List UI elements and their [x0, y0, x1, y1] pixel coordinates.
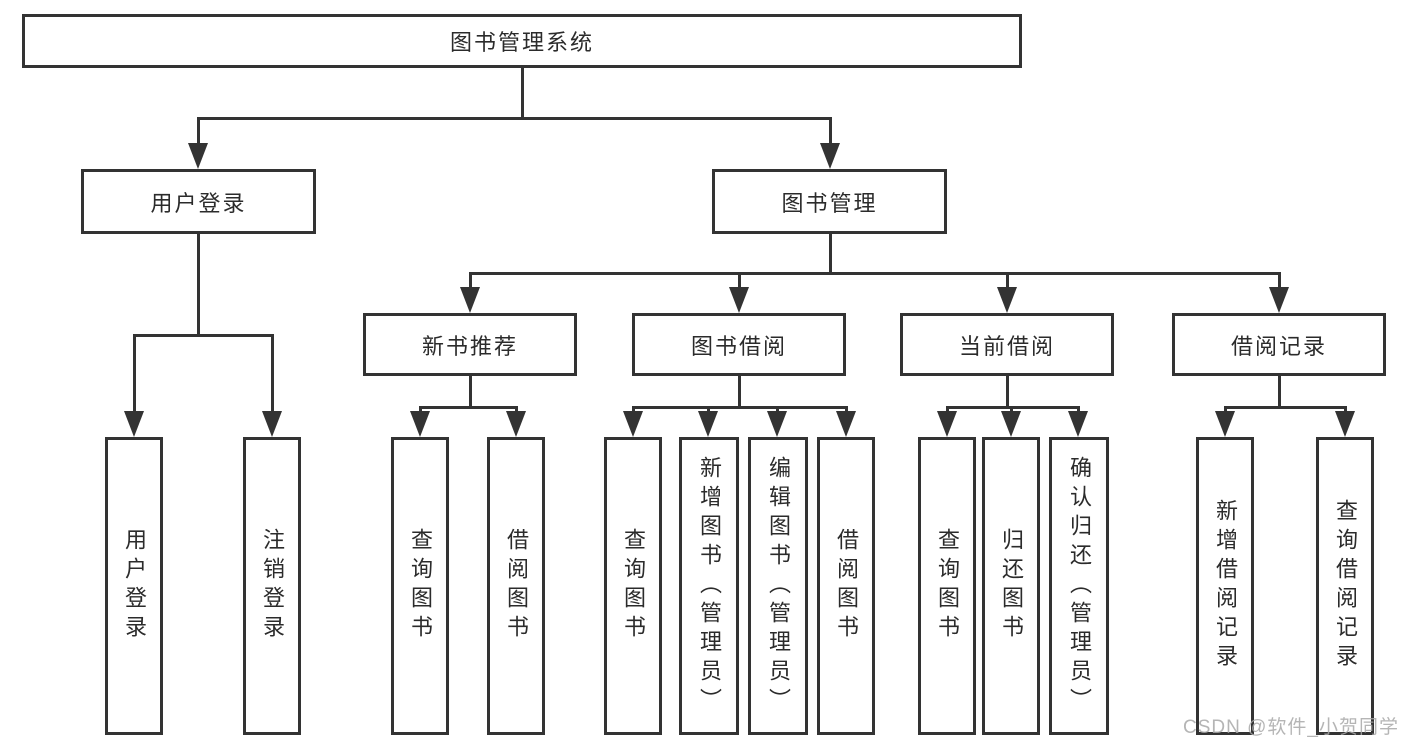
arrowhead-down-icon: [188, 143, 208, 169]
leaf-query-borrow-record: 查询借阅记录: [1316, 437, 1374, 735]
node-borrow-records: 借阅记录: [1172, 313, 1386, 376]
arrowhead-down-icon: [937, 411, 957, 437]
leaf-query-books-recommend-label: 查询图书: [408, 528, 433, 644]
node-book-management-label: 图书管理: [781, 190, 878, 216]
arrowhead-down-icon: [1269, 287, 1289, 313]
arrowhead-down-icon: [262, 411, 282, 437]
arrowhead-down-icon: [1068, 411, 1088, 437]
node-user-login-label: 用户登录: [150, 190, 247, 216]
edge-hline: [631, 405, 848, 409]
leaf-logout: 注销登录: [243, 437, 301, 735]
edge-hline: [468, 271, 1281, 275]
edge-arrow-shaft: [196, 118, 200, 149]
leaf-borrow-books-recommend: 借阅图书: [487, 437, 545, 735]
leaf-add-borrow-record: 新增借阅记录: [1196, 437, 1254, 735]
leaf-query-books-borrow: 查询图书: [604, 437, 662, 735]
leaf-return-book-label: 归还图书: [999, 528, 1024, 644]
node-new-book-recommend: 新书推荐: [363, 313, 577, 376]
leaf-edit-book-admin-label: 编辑图书（管理员）: [766, 455, 791, 717]
node-book-borrow: 图书借阅: [632, 313, 846, 376]
edge-vline: [1277, 376, 1281, 409]
edge-arrow-shaft: [132, 335, 136, 417]
edge-arrow-shaft: [737, 273, 741, 293]
edge-arrow-shaft: [828, 118, 832, 149]
edge-vline: [737, 376, 741, 409]
arrowhead-down-icon: [820, 143, 840, 169]
edge-hline: [1223, 405, 1347, 409]
leaf-add-book-admin: 新增图书（管理员）: [679, 437, 739, 735]
edge-arrow-shaft: [270, 335, 274, 417]
node-current-borrow-label: 当前借阅: [958, 333, 1055, 359]
node-user-login: 用户登录: [81, 169, 316, 234]
arrowhead-down-icon: [698, 411, 718, 437]
edge-hline: [418, 405, 518, 409]
leaf-query-books-current-label: 查询图书: [935, 528, 960, 644]
node-book-borrow-label: 图书借阅: [690, 333, 787, 359]
leaf-borrow-books-label: 借阅图书: [834, 528, 859, 644]
arrowhead-down-icon: [767, 411, 787, 437]
arrowhead-down-icon: [1215, 411, 1235, 437]
leaf-confirm-return-admin: 确认归还（管理员）: [1049, 437, 1109, 735]
arrowhead-down-icon: [506, 411, 526, 437]
edge-arrow-shaft: [1277, 273, 1281, 293]
edge-arrow-shaft: [1005, 273, 1009, 293]
arrowhead-down-icon: [623, 411, 643, 437]
leaf-logout-label: 注销登录: [260, 528, 285, 644]
edge-vline: [196, 234, 200, 337]
node-book-management: 图书管理: [712, 169, 947, 234]
leaf-confirm-return-admin-label: 确认归还（管理员）: [1067, 455, 1092, 717]
leaf-query-books-recommend: 查询图书: [391, 437, 449, 735]
edge-vline: [828, 234, 832, 275]
arrowhead-down-icon: [729, 287, 749, 313]
edge-hline: [196, 116, 832, 120]
leaf-borrow-books: 借阅图书: [817, 437, 875, 735]
leaf-return-book: 归还图书: [982, 437, 1040, 735]
watermark: CSDN @软件_小贺同学: [1183, 717, 1399, 738]
leaf-edit-book-admin: 编辑图书（管理员）: [748, 437, 808, 735]
leaf-add-book-admin-label: 新增图书（管理员）: [697, 455, 722, 717]
arrowhead-down-icon: [460, 287, 480, 313]
arrowhead-down-icon: [124, 411, 144, 437]
node-library-system-label: 图书管理系统: [449, 30, 594, 55]
edge-arrow-shaft: [468, 273, 472, 293]
arrowhead-down-icon: [1001, 411, 1021, 437]
edge-vline: [1005, 376, 1009, 409]
leaf-query-borrow-record-label: 查询借阅记录: [1333, 499, 1358, 673]
arrowhead-down-icon: [836, 411, 856, 437]
arrowhead-down-icon: [997, 287, 1017, 313]
node-library-system: 图书管理系统: [22, 14, 1022, 68]
node-borrow-records-label: 借阅记录: [1230, 333, 1327, 359]
edge-vline: [520, 68, 524, 120]
edge-vline: [468, 376, 472, 409]
arrowhead-down-icon: [1335, 411, 1355, 437]
arrowhead-down-icon: [410, 411, 430, 437]
node-current-borrow: 当前借阅: [900, 313, 1114, 376]
leaf-query-books-current: 查询图书: [918, 437, 976, 735]
leaf-add-borrow-record-label: 新增借阅记录: [1213, 499, 1238, 673]
leaf-user-login-label: 用户登录: [122, 528, 147, 644]
edge-hline: [132, 333, 274, 337]
edge-hline: [945, 405, 1080, 409]
node-new-book-recommend-label: 新书推荐: [421, 333, 518, 359]
leaf-user-login: 用户登录: [105, 437, 163, 735]
leaf-query-books-borrow-label: 查询图书: [621, 528, 646, 644]
leaf-borrow-books-recommend-label: 借阅图书: [504, 528, 529, 644]
